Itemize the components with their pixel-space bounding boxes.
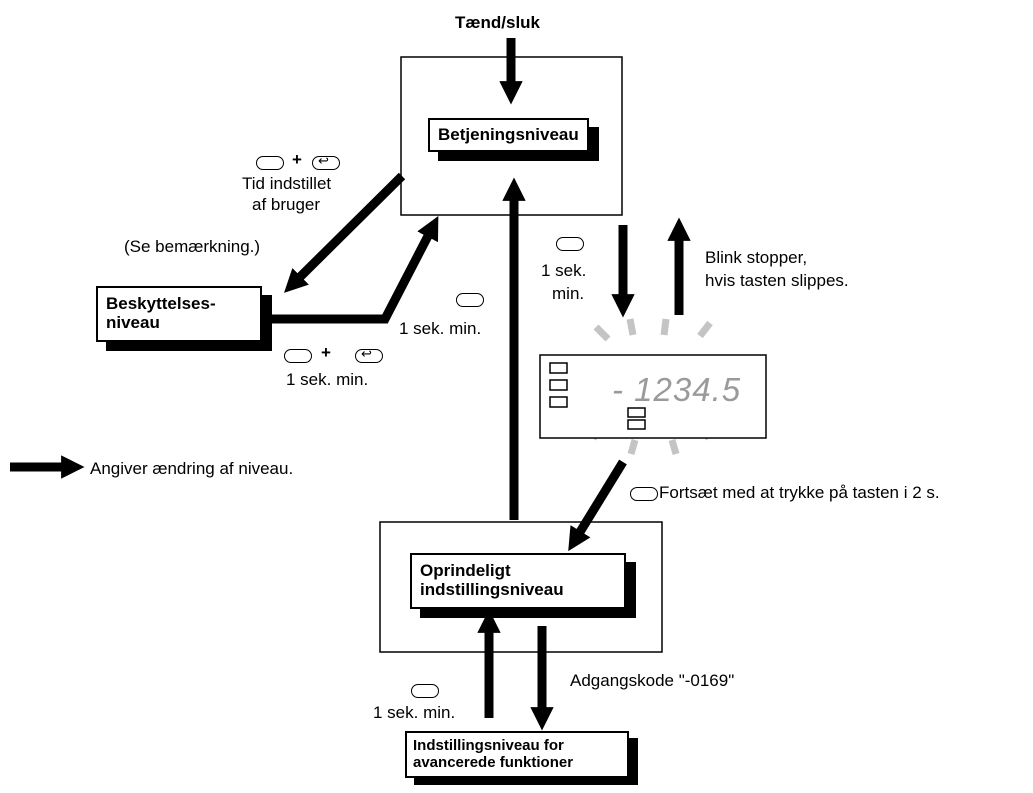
operation-level-box: Betjeningsniveau bbox=[428, 118, 589, 152]
blink-line1: Blink stopper, bbox=[705, 248, 808, 267]
one-sec-min-label: 1 sek. min. bbox=[373, 703, 456, 722]
advanced-level-line2: avancerede funktioner bbox=[413, 754, 574, 771]
mode-key-icon bbox=[355, 346, 383, 363]
initial-level-box: Oprindeligt indstillingsniveau bbox=[410, 553, 626, 609]
arrow-op-to-protection bbox=[284, 172, 406, 293]
continue-press-label: Fortsæt med at trykke på tasten i 2 s. bbox=[659, 483, 940, 502]
arrow-display-to-initial bbox=[568, 459, 627, 552]
protection-level-box: Beskyttelses- niveau bbox=[96, 286, 262, 342]
level-key-icon bbox=[556, 237, 584, 251]
mode-key-icon bbox=[312, 153, 340, 170]
protection-level-line2: niveau bbox=[106, 313, 160, 332]
user-time-line1: Tid indstillet bbox=[242, 174, 332, 193]
level-key-icon bbox=[456, 293, 484, 307]
password-label: Adgangskode "-0169" bbox=[570, 671, 735, 690]
legend-label: Angiver ændring af niveau. bbox=[90, 459, 294, 478]
one-sec-line1: 1 sek. bbox=[541, 261, 587, 280]
user-time-line2: af bruger bbox=[252, 195, 321, 214]
plus-sign: + bbox=[292, 150, 302, 169]
one-sec-min-label: 1 sek. min. bbox=[286, 370, 369, 389]
protection-level-line1: Beskyttelses- bbox=[106, 294, 216, 313]
one-sec-min-label: 1 sek. min. bbox=[399, 319, 482, 338]
one-sec-line2: min. bbox=[552, 284, 585, 303]
display-value: - 1234.5 bbox=[612, 371, 742, 408]
blink-line2: hvis tasten slippes. bbox=[705, 271, 849, 290]
level-key-icon bbox=[630, 487, 658, 501]
arrow-protection-to-op bbox=[270, 216, 439, 324]
display-panel bbox=[539, 354, 767, 439]
level-key-icon bbox=[256, 156, 284, 170]
initial-frame bbox=[379, 521, 663, 653]
power-label: Tænd/sluk bbox=[455, 13, 541, 32]
level-key-icon bbox=[284, 349, 312, 363]
advanced-level-box: Indstillingsniveau for avancerede funkti… bbox=[405, 731, 629, 778]
plus-sign: + bbox=[321, 343, 331, 362]
operation-level-label: Betjeningsniveau bbox=[438, 125, 579, 144]
initial-level-line2: indstillingsniveau bbox=[420, 580, 564, 599]
initial-level-line1: Oprindeligt bbox=[420, 561, 511, 580]
see-note: (Se bemærkning.) bbox=[124, 237, 261, 256]
level-key-icon bbox=[411, 684, 439, 698]
advanced-level-line1: Indstillingsniveau for bbox=[413, 737, 564, 754]
